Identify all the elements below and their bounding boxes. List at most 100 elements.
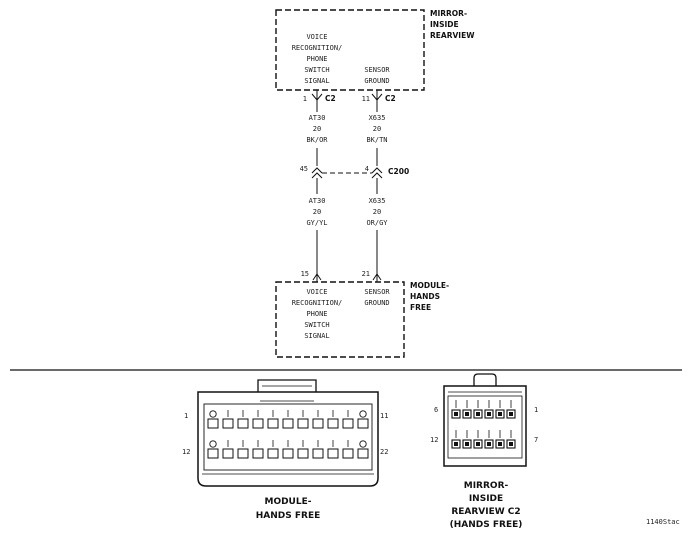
mirror-conn-pin-7: 7 — [534, 436, 538, 444]
module-cavity — [222, 410, 234, 429]
mirror-conn-pin-1: 1 — [534, 406, 538, 414]
mirror-left-func-2: RECOGNITION/ — [292, 44, 343, 52]
module-cavity — [327, 440, 339, 459]
module-cavity — [282, 410, 294, 429]
module-cavity — [357, 410, 369, 429]
module-cavity — [342, 410, 354, 429]
module-conn-pin-12: 12 — [182, 448, 190, 456]
mirror-cavity — [451, 400, 461, 419]
module-cavity — [237, 440, 249, 459]
mirror-component: MIRROR- INSIDE REARVIEW VOICE RECOGNITIO… — [275, 9, 475, 91]
module-right-func-2: GROUND — [364, 299, 389, 307]
module-cavities — [207, 410, 369, 459]
mirror-conn-pin-6: 6 — [434, 406, 438, 414]
c2-right-label: C2 — [385, 94, 396, 103]
module-cavity — [282, 440, 294, 459]
module-left-func-2: RECOGNITION/ — [292, 299, 343, 307]
mirror-left-func-1: VOICE — [306, 33, 327, 41]
lower-wires: AT30 20 GY/YL X635 20 OR/GY — [306, 178, 388, 270]
wire-upper-right-color: BK/TN — [366, 136, 387, 144]
mirror-cavity — [506, 400, 516, 419]
mirror-right-func-1: SENSOR — [364, 66, 390, 74]
c2-right-pin: 11 — [362, 95, 370, 103]
module-conn-caption-1: MODULE- — [264, 497, 311, 507]
module-title-1: MODULE- — [410, 281, 449, 290]
mirror-cavity — [473, 400, 483, 419]
wire-upper-left-color: BK/OR — [306, 136, 328, 144]
mirror-left-func-4: SWITCH — [304, 66, 329, 74]
wire-lower-right-gauge: 20 — [373, 208, 381, 216]
wire-lower-left-gauge: 20 — [313, 208, 321, 216]
wire-upper-right-circuit: X635 — [369, 114, 386, 122]
module-conn-pin-22: 22 — [380, 448, 388, 456]
module-cavity — [312, 440, 324, 459]
figure-id: 1140Stac — [646, 518, 680, 526]
mirror-cavity — [495, 400, 505, 419]
c200-left-pin: 45 — [300, 165, 308, 173]
mirror-cavity — [462, 400, 472, 419]
module-left-func-4: SWITCH — [304, 321, 329, 329]
mirror-conn-caption-1: MIRROR- — [464, 481, 509, 491]
module-cavity — [267, 440, 279, 459]
module-cavity — [297, 440, 309, 459]
mirror-conn-caption-2: INSIDE — [469, 494, 503, 504]
mirror-cavity — [462, 430, 472, 449]
mirror-cavity — [484, 430, 494, 449]
module-cavity — [237, 410, 249, 429]
module-box — [275, 281, 405, 358]
wire-lower-left-color: GY/YL — [306, 219, 327, 227]
module-conn-pin-1: 1 — [184, 412, 188, 420]
mirror-conn-pin-12: 12 — [430, 436, 438, 444]
c2-left-pin: 1 — [303, 95, 307, 103]
wire-upper-right-gauge: 20 — [373, 125, 381, 133]
module-cavity — [312, 410, 324, 429]
module-cavity — [252, 410, 264, 429]
module-cavity — [267, 410, 279, 429]
mirror-cavities — [451, 400, 516, 449]
module-conn-pin-11: 11 — [380, 412, 388, 420]
mirror-left-func-3: PHONE — [306, 55, 327, 63]
mirror-connector-face: 6 1 12 7 MIRROR- INSIDE REARVIEW C2 (HAN… — [430, 373, 538, 530]
mirror-cavity — [495, 430, 505, 449]
module-pin-left: 15 — [301, 270, 309, 278]
module-cavity — [207, 440, 219, 459]
module-cavity — [342, 440, 354, 459]
mirror-cavity — [451, 430, 461, 449]
module-cavity — [207, 410, 219, 429]
wire-upper-left-gauge: 20 — [313, 125, 321, 133]
module-component: MODULE- HANDS FREE VOICE RECOGNITION/ PH… — [275, 281, 449, 358]
module-cavity — [357, 440, 369, 459]
wire-lower-left-circuit: AT30 — [309, 197, 326, 205]
module-right-func-1: SENSOR — [364, 288, 390, 296]
module-title-2: HANDS — [410, 292, 440, 301]
mirror-left-func-5: SIGNAL — [304, 77, 329, 85]
mirror-cavity — [506, 430, 516, 449]
module-left-func-5: SIGNAL — [304, 332, 329, 340]
c2-left-label: C2 — [325, 94, 336, 103]
module-cavity — [327, 410, 339, 429]
c2-connector-right: 11 C2 — [362, 90, 396, 103]
mirror-cavity — [484, 400, 494, 419]
module-left-func-3: PHONE — [306, 310, 327, 318]
c200-connector: 45 4 C200 — [300, 165, 409, 179]
module-cavity — [297, 410, 309, 429]
mirror-title-3: REARVIEW — [430, 31, 475, 40]
mirror-right-func-2: GROUND — [364, 77, 389, 85]
module-pin-right: 21 — [362, 270, 370, 278]
module-conn-caption-2: HANDS FREE — [256, 511, 321, 521]
mirror-conn-caption-3: REARVIEW C2 — [451, 507, 520, 517]
mirror-box — [275, 9, 425, 91]
c200-right-pin: 4 — [365, 165, 369, 173]
upper-wires: AT30 20 BK/OR X635 20 BK/TN — [306, 103, 388, 166]
mirror-title-1: MIRROR- — [430, 9, 467, 18]
module-title-3: FREE — [410, 303, 431, 312]
mirror-cavity — [473, 430, 483, 449]
module-connector-face: 1 11 12 22 MODULE- HANDS FREE — [182, 379, 388, 521]
module-pins: 15 21 — [301, 270, 382, 282]
wire-upper-left-circuit: AT30 — [309, 114, 326, 122]
wire-lower-right-color: OR/GY — [366, 219, 388, 227]
wire-lower-right-circuit: X635 — [369, 197, 386, 205]
c2-connector-left: 1 C2 — [303, 90, 336, 103]
c200-label: C200 — [388, 167, 409, 176]
